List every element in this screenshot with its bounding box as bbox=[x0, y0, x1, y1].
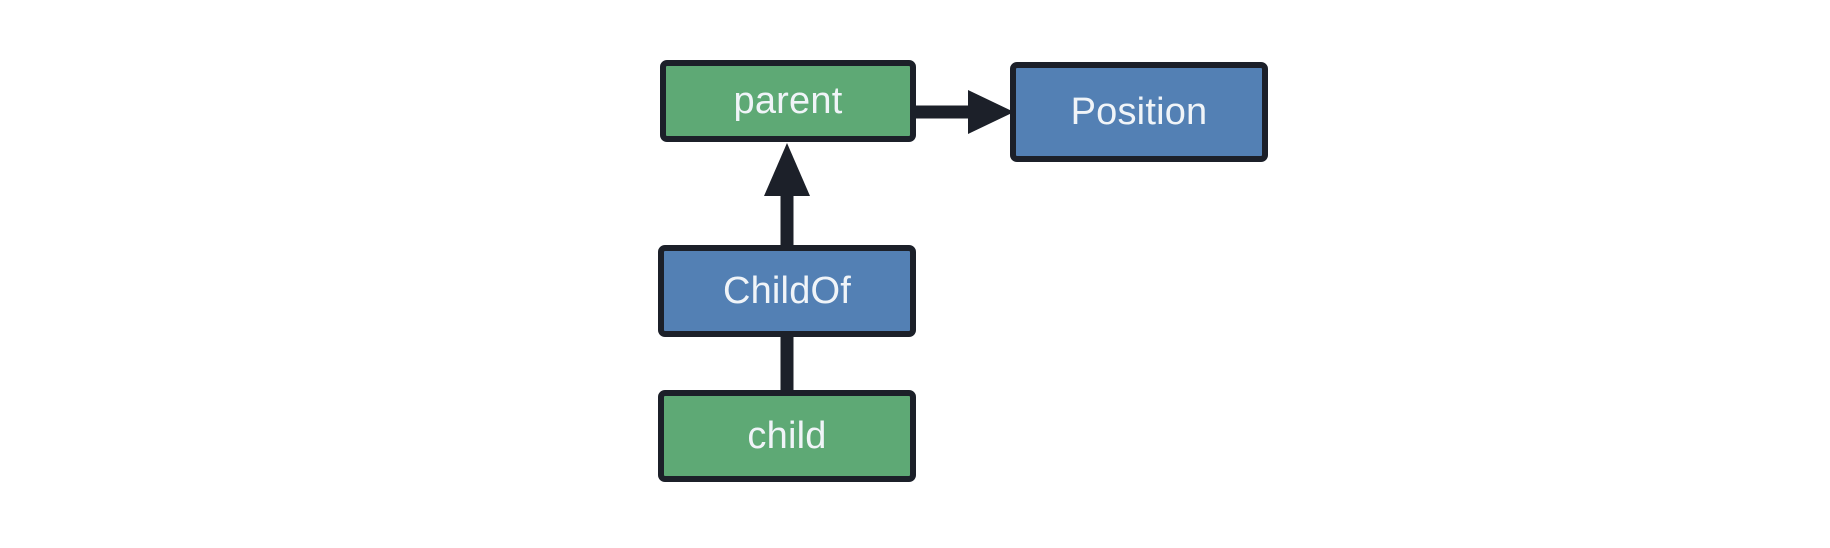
edge-parent-to-position-arrowhead bbox=[968, 90, 1014, 134]
edge-childof-to-parent-arrowhead bbox=[764, 143, 810, 196]
node-position-label: Position bbox=[1070, 90, 1208, 133]
edge-parent-to-position bbox=[916, 90, 1014, 134]
node-parent-label: parent bbox=[733, 79, 843, 122]
node-child-label: child bbox=[747, 414, 827, 457]
node-position[interactable]: Position bbox=[1010, 62, 1268, 162]
node-child[interactable]: child bbox=[658, 390, 916, 482]
edge-childof-to-parent bbox=[764, 143, 810, 245]
node-childof[interactable]: ChildOf bbox=[658, 245, 916, 337]
node-parent[interactable]: parent bbox=[660, 60, 916, 142]
node-childof-label: ChildOf bbox=[722, 269, 852, 312]
